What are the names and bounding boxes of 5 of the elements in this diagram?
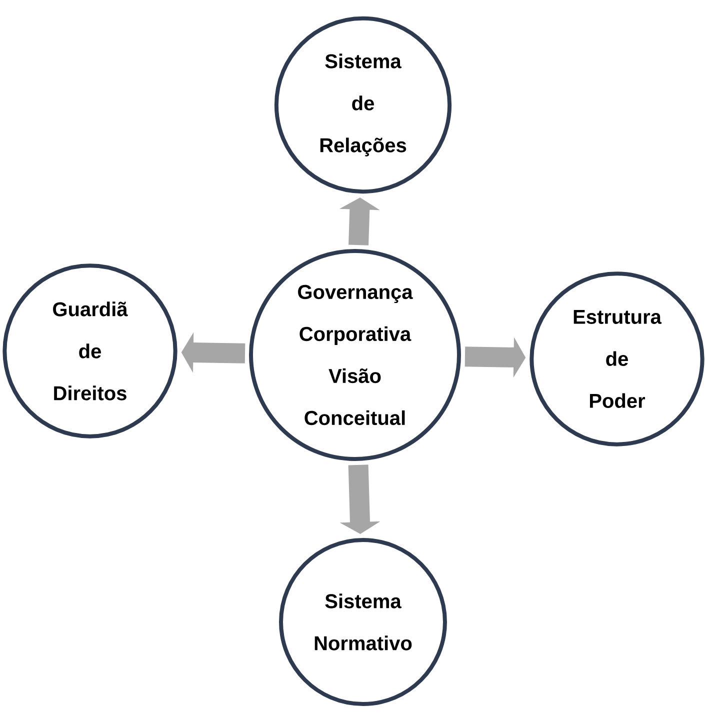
circle-node: Estrutura de Poder (530, 272, 704, 446)
circle-node: Guardiã de Direitos (2, 264, 178, 438)
circle-node: Sistema Normativo (279, 538, 447, 706)
circle-node: Governança Corporativa Visão Conceitual (249, 249, 461, 461)
circle-node: Sistema de Relações (274, 16, 452, 194)
